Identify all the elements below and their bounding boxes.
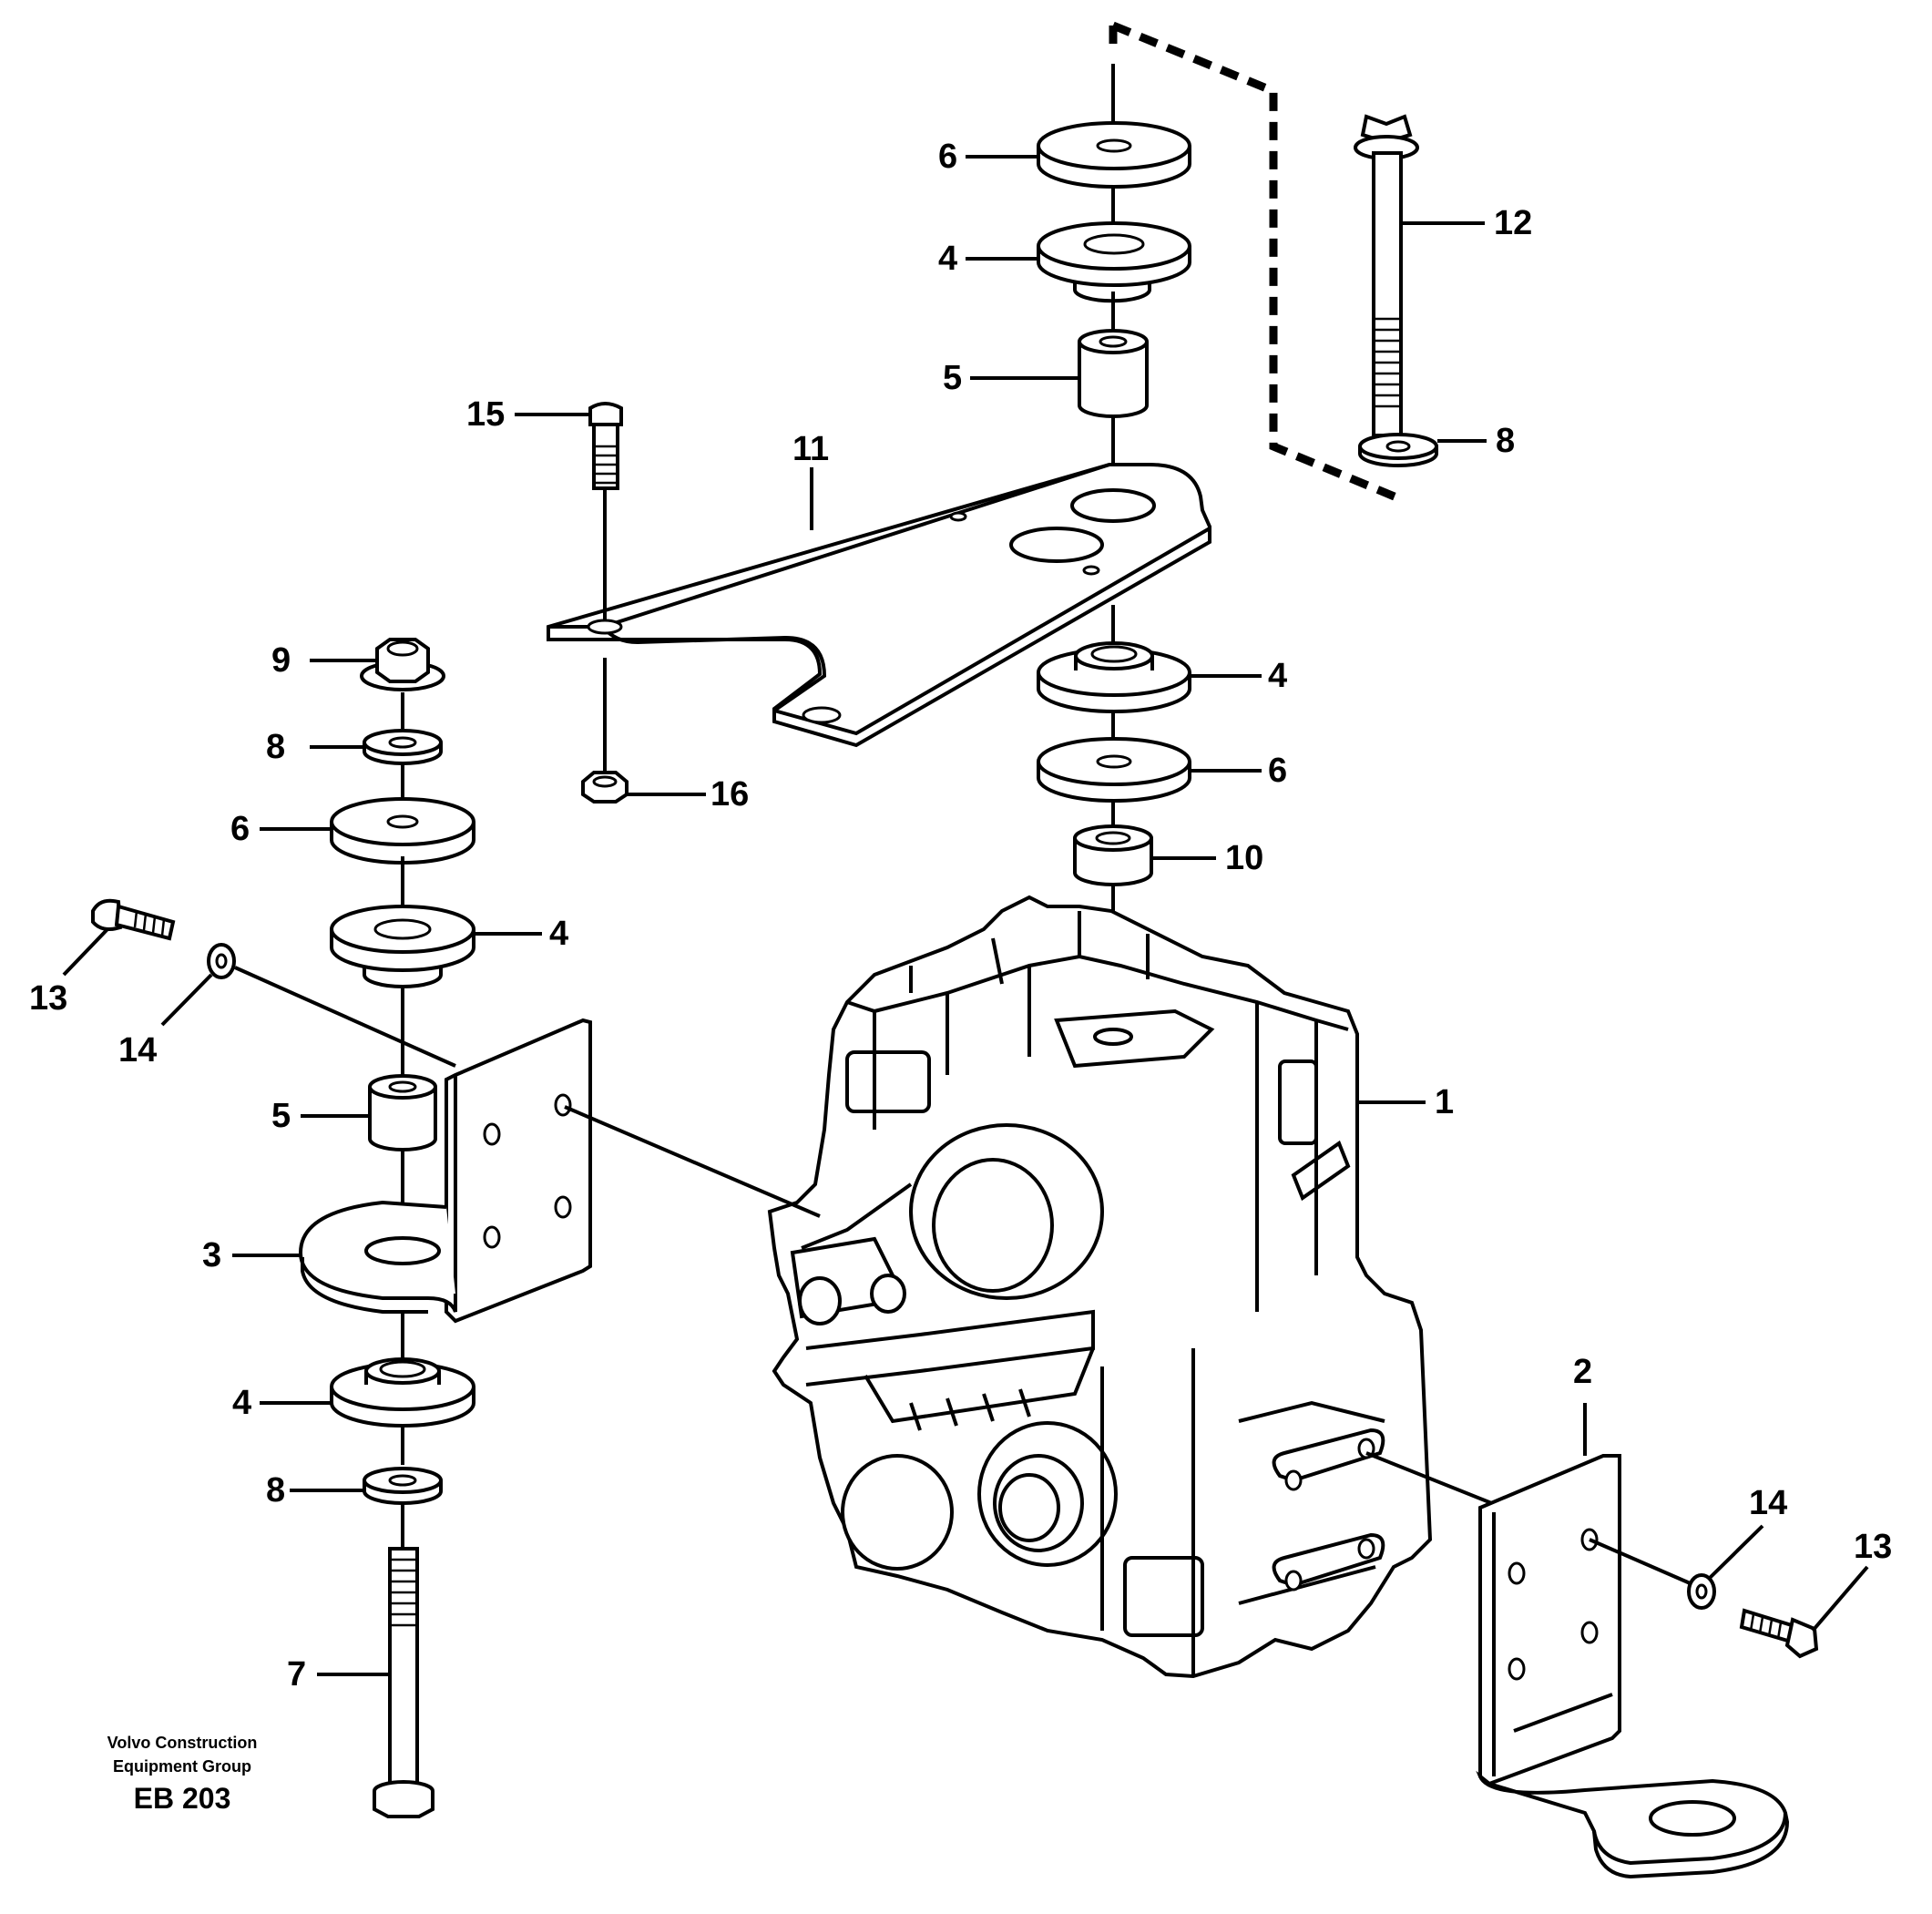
bolt-part-7 bbox=[373, 1547, 434, 1818]
callout-8-right: 8 bbox=[1496, 422, 1515, 460]
callout-11: 11 bbox=[792, 430, 829, 468]
flange-nut-part-9 bbox=[360, 638, 445, 691]
spacer-part-10 bbox=[1073, 824, 1153, 886]
bolt-part-15 bbox=[588, 402, 623, 490]
callout-8-left-upper: 8 bbox=[266, 728, 285, 766]
washer-part-8-left-upper bbox=[363, 729, 443, 765]
plate-washer-part-6-mid bbox=[1037, 737, 1191, 803]
publisher-footer: Volvo Construction Equipment Group EB 20… bbox=[82, 1731, 282, 1818]
callout-6-top: 6 bbox=[938, 138, 957, 176]
nut-part-16 bbox=[581, 771, 629, 803]
rubber-bushing-part-4-top bbox=[1037, 221, 1191, 303]
callout-4-left-lower: 4 bbox=[232, 1384, 251, 1422]
callout-14-left: 14 bbox=[118, 1031, 157, 1070]
callout-2: 2 bbox=[1573, 1353, 1592, 1391]
spacer-sleeve-part-5-left bbox=[368, 1074, 437, 1151]
callout-4-mid-right: 4 bbox=[1268, 657, 1287, 695]
callout-6-right: 6 bbox=[1268, 752, 1287, 790]
angle-bracket-part-3 bbox=[298, 1018, 592, 1324]
angle-bracket-part-2 bbox=[1476, 1454, 1790, 1879]
callout-10: 10 bbox=[1225, 839, 1263, 877]
support-plate-part-11 bbox=[547, 463, 1211, 748]
footer-line-1: Volvo Construction bbox=[107, 1734, 258, 1752]
callout-7: 7 bbox=[287, 1655, 306, 1694]
bolt-part-12 bbox=[1354, 114, 1419, 437]
plate-washer-part-6-top bbox=[1037, 121, 1191, 189]
washer-part-14-right bbox=[1687, 1573, 1716, 1610]
callout-9: 9 bbox=[271, 641, 291, 680]
callout-8-left-lower: 8 bbox=[266, 1471, 285, 1510]
diagram-code: EB 203 bbox=[133, 1782, 231, 1815]
rubber-bushing-part-4-left-upper bbox=[330, 905, 475, 988]
callout-1: 1 bbox=[1435, 1083, 1454, 1121]
dashed-assembly-link bbox=[1111, 21, 1403, 504]
transmission-housing-part-1 bbox=[767, 895, 1433, 1679]
washer-part-8-right bbox=[1358, 433, 1438, 467]
washer-part-14-left bbox=[207, 943, 236, 979]
bolt-part-13-left bbox=[91, 898, 176, 941]
callout-5-top: 5 bbox=[943, 359, 962, 397]
washer-part-8-left-lower bbox=[363, 1467, 443, 1505]
rubber-bushing-part-4-left-lower bbox=[330, 1357, 475, 1428]
callout-14-right: 14 bbox=[1749, 1484, 1787, 1522]
bolt-part-13-right bbox=[1739, 1608, 1819, 1659]
rubber-bushing-part-4-mid bbox=[1037, 641, 1191, 713]
plate-washer-part-6-left bbox=[330, 797, 475, 865]
callout-3: 3 bbox=[202, 1236, 221, 1274]
callout-5-left: 5 bbox=[271, 1097, 291, 1135]
callout-16: 16 bbox=[710, 775, 749, 814]
footer-line-2: Equipment Group bbox=[113, 1757, 251, 1776]
callout-4-top: 4 bbox=[938, 240, 957, 278]
callout-13-left: 13 bbox=[29, 979, 67, 1018]
callout-15: 15 bbox=[466, 395, 505, 434]
callout-4-left-upper: 4 bbox=[549, 915, 568, 953]
callout-13-right: 13 bbox=[1854, 1528, 1892, 1566]
callout-12: 12 bbox=[1494, 204, 1532, 242]
spacer-sleeve-part-5-top bbox=[1078, 329, 1149, 418]
callout-6-left: 6 bbox=[230, 810, 250, 848]
